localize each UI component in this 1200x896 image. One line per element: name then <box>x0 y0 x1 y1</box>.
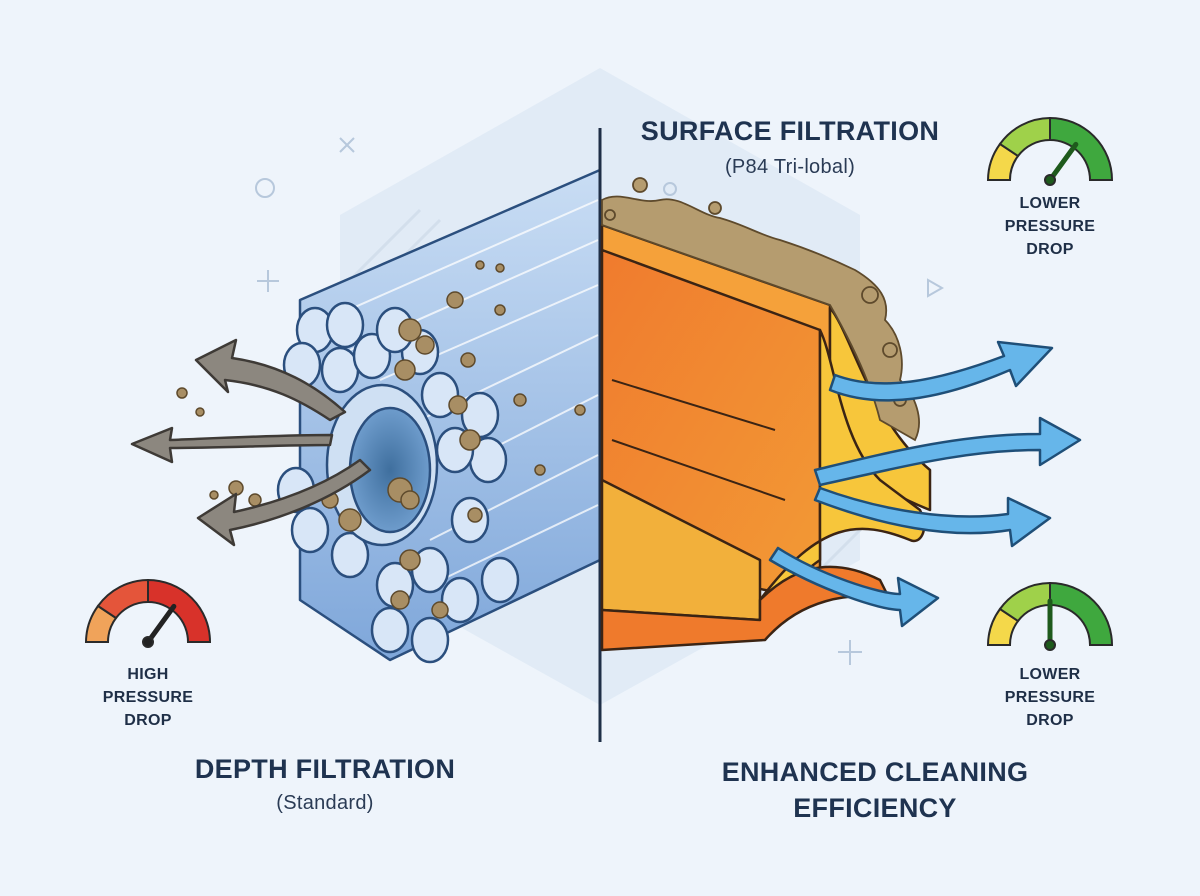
depth-filtration-title: DEPTH FILTRATION <box>194 754 456 784</box>
lower-pressure-gauge-bottom <box>986 581 1114 651</box>
title-line: ENHANCED CLEANING <box>721 757 1029 787</box>
gauge-label-line: LOWER <box>1019 195 1081 212</box>
sparkle-decoration <box>255 137 945 665</box>
gauge-label-line: PRESSURE <box>102 689 194 706</box>
gauge-label-line: LOWER <box>1019 666 1081 683</box>
depth-filtration-subtitle: (Standard) <box>276 792 374 814</box>
dirty-airflow-arrows <box>130 338 372 547</box>
gauge-label-line: DROP <box>1026 712 1074 729</box>
enhanced-cleaning-title: ENHANCED CLEANING EFFICIENCY <box>660 754 1090 826</box>
gauge-label-line: DROP <box>1026 241 1074 258</box>
high-pressure-gauge <box>84 578 212 648</box>
gauge-label-line: PRESSURE <box>1004 218 1096 235</box>
surface-filtration-subtitle: (P84 Tri-lobal) <box>724 156 856 178</box>
gauge-label-line: PRESSURE <box>1004 689 1096 706</box>
lower-pressure-label-bottom: LOWER PRESSURE DROP <box>980 663 1120 732</box>
title-line: EFFICIENCY <box>793 793 957 823</box>
fiber-bundle <box>276 168 602 664</box>
high-pressure-label: HIGH PRESSURE DROP <box>78 663 218 732</box>
dust-particles <box>176 260 586 619</box>
surface-filtration-title: SURFACE FILTRATION <box>640 116 940 146</box>
gauge-label-line: DROP <box>124 712 172 729</box>
clean-airflow-arrows <box>768 340 1082 628</box>
lower-pressure-gauge-top <box>986 116 1114 186</box>
lower-pressure-label-top: LOWER PRESSURE DROP <box>980 192 1120 261</box>
pleated-media <box>600 223 932 652</box>
gauge-label-line: HIGH <box>127 666 169 683</box>
